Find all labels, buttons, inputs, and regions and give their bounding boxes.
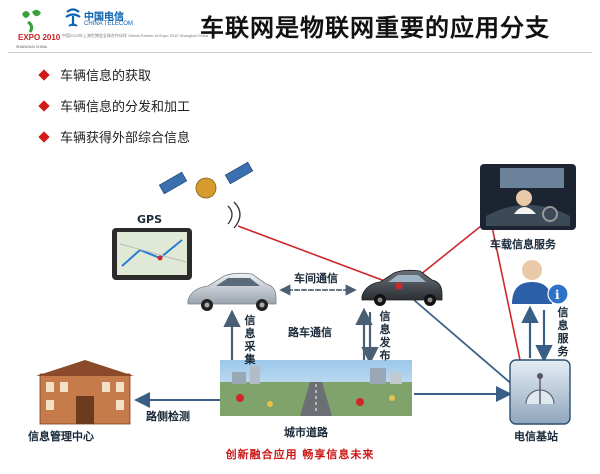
svg-text:SHANGHAI CHINA: SHANGHAI CHINA xyxy=(16,45,48,49)
v2r-label: 路车通信 xyxy=(288,326,332,339)
dark-car-icon xyxy=(361,269,443,306)
incar-service-label: 车载信息服务 xyxy=(490,238,556,251)
bullet-item: 车辆信息的获取 xyxy=(38,65,152,84)
city-road-image xyxy=(220,360,412,416)
city-road-label: 城市道路 xyxy=(284,426,328,439)
in-car-service-image xyxy=(480,164,576,230)
bullet-text: 车辆信息的分发和加工 xyxy=(60,100,191,115)
management-center-building-icon xyxy=(36,360,134,425)
gps-label: GPS xyxy=(137,213,163,226)
info-collect-label: 信息采集 xyxy=(244,314,256,366)
base-station-icon xyxy=(509,359,571,425)
china-telecom-logo: 中国电信 CHINA TELECOM 中国2010年上海世博会全球合作伙伴 Gl… xyxy=(62,6,208,50)
gps-satellite-icon xyxy=(158,161,254,229)
bullet-text: 车辆获得外部综合信息 xyxy=(60,131,191,146)
gps-navigator-icon xyxy=(112,228,192,280)
base-station-label: 电信基站 xyxy=(514,430,558,443)
silver-car-icon xyxy=(187,272,277,311)
bullet-text: 车辆信息的获取 xyxy=(60,69,152,84)
info-i-glyph: i xyxy=(555,288,560,302)
svg-text:EXPO 2010: EXPO 2010 xyxy=(18,33,61,42)
info-publish-label: 信息发布 xyxy=(379,310,391,362)
car-to-station-line xyxy=(413,299,515,387)
china-telecom-emblem-icon xyxy=(65,8,81,27)
bullet-item: 车辆信息的分发和加工 xyxy=(38,96,191,115)
info-service-label: 信息服务 xyxy=(557,306,569,358)
v2v-label: 车间通信 xyxy=(294,272,338,285)
bullet-item: 车辆获得外部综合信息 xyxy=(38,127,191,146)
slide-title: 车联网是物联网重要的应用分支 xyxy=(200,14,550,42)
mgmt-center-label: 信息管理中心 xyxy=(28,430,94,443)
telecom-tagline: 中国2010年上海世博会全球合作伙伴 Global Partner of Exp… xyxy=(62,33,209,38)
header-divider xyxy=(8,52,592,53)
footer-slogan: 创新融合应用 畅享信息未来 xyxy=(225,448,375,461)
roadside-detect-label: 路侧检测 xyxy=(146,410,190,423)
telecom-en: CHINA TELECOM xyxy=(84,21,133,27)
expo-2010-logo: EXPO 2010 SHANGHAI CHINA xyxy=(16,9,61,49)
gps-to-car-line xyxy=(237,225,399,287)
telecom-name: 中国电信 xyxy=(84,12,124,23)
info-service-person-icon: i xyxy=(512,260,569,305)
